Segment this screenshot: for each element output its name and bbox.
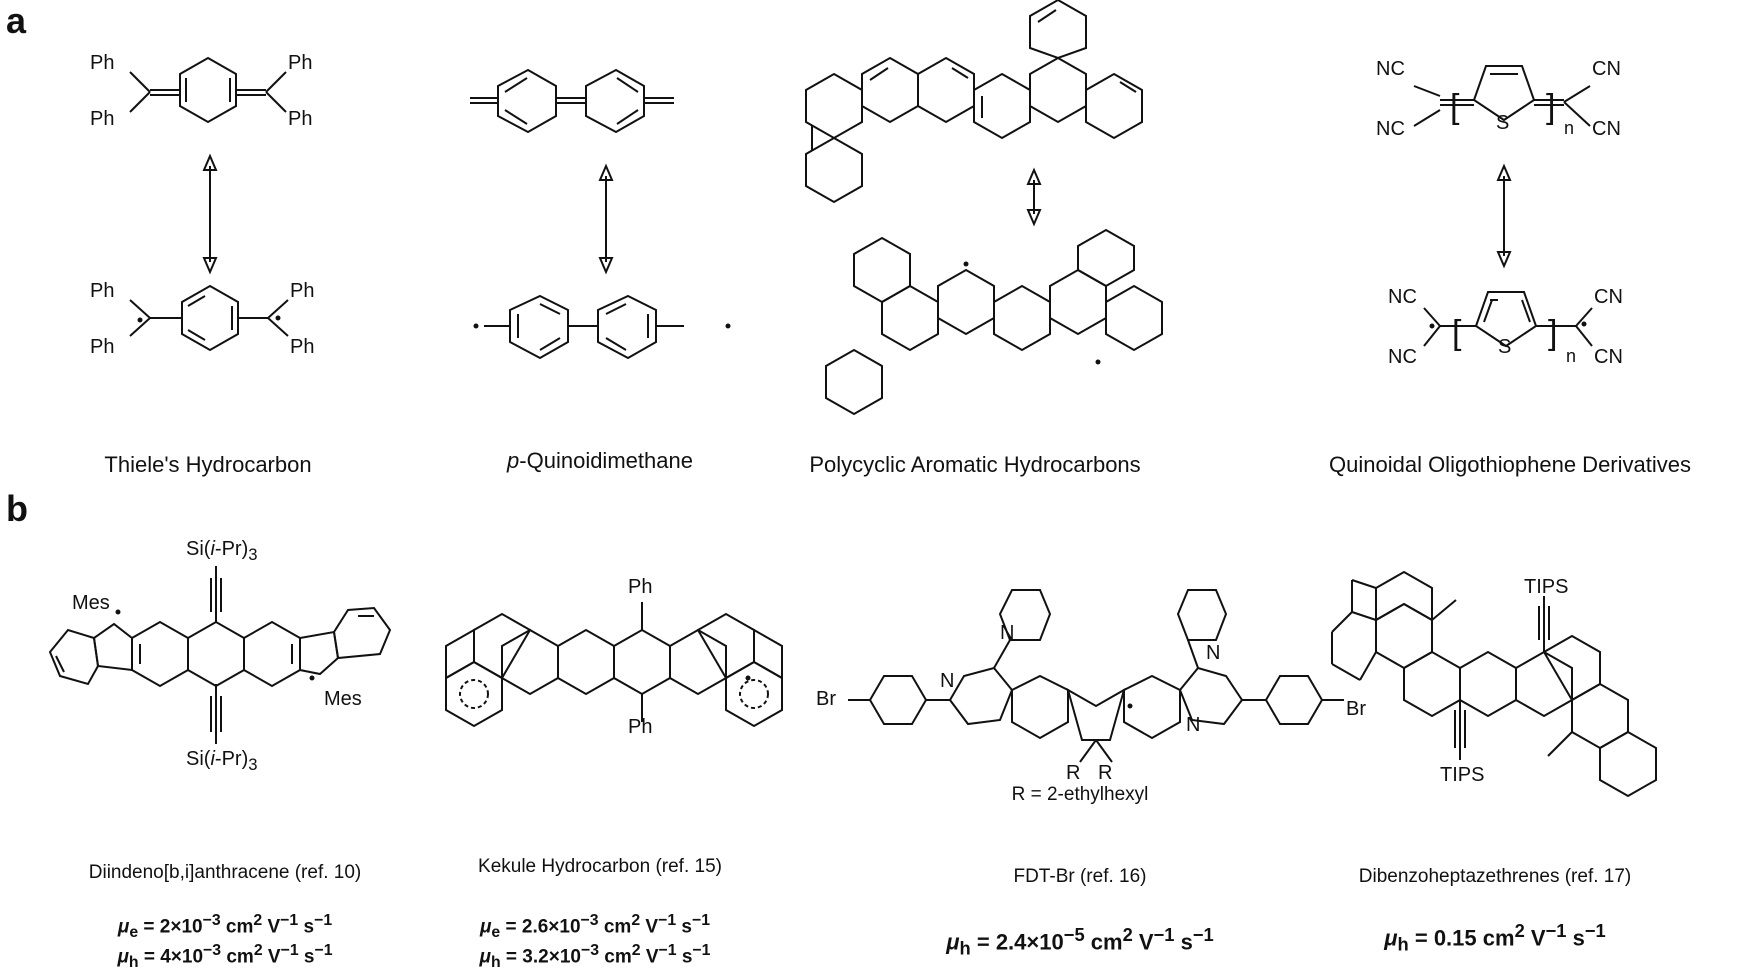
caption-oligothiophene: Quinoidal Oligothiophene Derivatives [1329,452,1691,477]
bracket-left: [ [1450,88,1460,126]
mobility-dibenzo-hole: μh = 0.15 cm2 V−1 s−1 [1384,920,1606,955]
dibenzo-tips-label: TIPS [1440,764,1485,786]
oligothiophene-nc-label: NC [1376,58,1405,80]
ref-fdt: FDT-Br (ref. 16) [1013,866,1147,887]
repeat-n-label: n [1566,346,1577,366]
fdt-n-label: N [1000,622,1015,644]
fdt-n-label: N [940,670,955,692]
thiele-ph-label: Ph [288,108,313,130]
bracket-right: ] [1546,88,1556,126]
caption-p-quinoidimethane: p-Quinoidimethane [460,448,740,474]
ref-kekule: Kekule Hydrocarbon (ref. 15) [478,856,722,877]
diindeno-mes-label: Mes [324,688,362,710]
ref-dibenzo: Dibenzoheptazethrenes (ref. 17) [1358,866,1632,887]
thiele-ph-label: Ph [90,52,115,74]
dibenzo-tips-label: TIPS [1524,576,1569,598]
fdt-br-label: Br [1346,698,1366,720]
diindeno-mes-label: Mes [72,592,110,614]
fdt-n-label: N [1206,642,1221,664]
panel-letter-b: b [6,488,28,529]
thiele-ph-label: Ph [90,108,115,130]
thiele-ph-label: Ph [90,336,115,358]
oligothiophene-cn-label: CN [1594,346,1623,368]
thiele-ph-label: Ph [288,52,313,74]
fdt-r-definition: R = 2-ethylhexyl [1011,784,1149,805]
bracket-left: [ [1452,314,1462,352]
caption-thiele: Thiele's Hydrocarbon [104,452,312,477]
thiele-ph-label: Ph [290,336,315,358]
mobility-fdt-hole: μh = 2.4×10−5 cm2 V−1 s−1 [946,924,1214,959]
oligothiophene-nc-label: NC [1388,346,1417,368]
thiele-ph-label: Ph [90,280,115,302]
kekule-ph-label: Ph [628,716,653,738]
repeat-n-label: n [1564,118,1575,138]
ref-diindeno: Diindeno[b,i]anthracene (ref. 10) [88,862,362,883]
mobility-diindeno-electron: μe = 2×10−3 cm2 V−1 s−1 [117,912,333,942]
oligothiophene-nc-label: NC [1376,118,1405,140]
mobility-kekule-electron: μe = 2.6×10−3 cm2 V−1 s−1 [479,912,711,942]
oligothiophene-cn-label: CN [1592,118,1621,140]
oligothiophene-s-label: S [1498,336,1512,358]
oligothiophene-nc-label: NC [1388,286,1417,308]
caption-pah: Polycyclic Aromatic Hydrocarbons [809,452,1141,477]
caption-p-prefix: p [507,448,520,473]
thiele-ph-label: Ph [290,280,315,302]
diindeno-si-top-label: Si(i-Pr)3 [186,538,258,564]
mobility-kekule-hole: μh = 3.2×10−3 cm2 V−1 s−1 [479,942,711,972]
kekule-ph-label: Ph [628,576,653,598]
fdt-br-label: Br [816,688,836,710]
oligothiophene-cn-label: CN [1594,286,1623,308]
diindeno-si-bottom-label: Si(i-Pr)3 [186,748,258,774]
mobility-diindeno-hole: μh = 4×10−3 cm2 V−1 s−1 [117,942,333,972]
fdt-r-label: R [1098,762,1113,784]
caption-p-rest: -Quinoidimethane [519,448,693,473]
bracket-right: ] [1548,314,1558,352]
panel-letter-a: a [6,0,27,41]
oligothiophene-cn-label: CN [1592,58,1621,80]
oligothiophene-s-label: S [1496,112,1510,134]
fdt-r-label: R [1066,762,1081,784]
fdt-n-label: N [1186,714,1201,736]
